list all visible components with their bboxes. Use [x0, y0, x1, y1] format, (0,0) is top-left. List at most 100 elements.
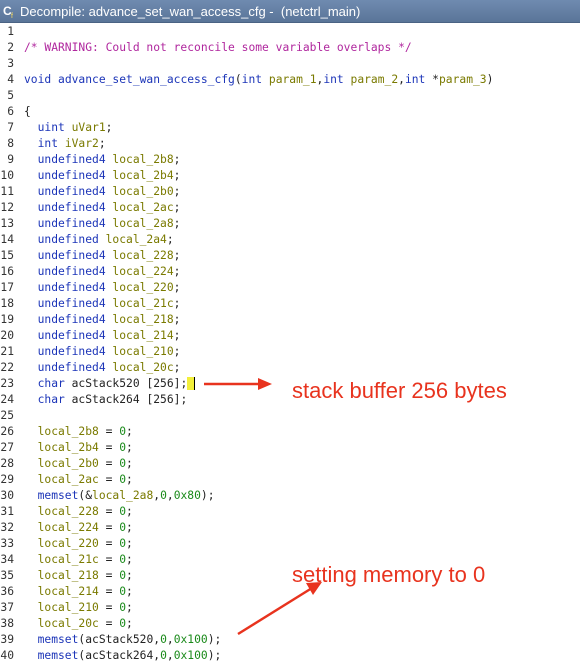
code-token: [256]	[146, 393, 181, 406]
code-token: int	[24, 137, 65, 150]
code-token: ,	[153, 489, 161, 502]
code-token: ,	[166, 649, 174, 662]
code-line[interactable]: 20 undefined4 local_214;	[0, 328, 580, 344]
code-token: ;	[98, 137, 106, 150]
text-cursor	[187, 377, 196, 390]
code-token: 0	[119, 569, 127, 582]
code-line[interactable]: 7 uint uVar1;	[0, 120, 580, 136]
code-text: char acStack520 [256];	[24, 376, 196, 392]
code-token: local_220	[24, 537, 99, 550]
code-line[interactable]: 39 memset(acStack520,0,0x100);	[0, 632, 580, 648]
code-token: local_210	[24, 601, 99, 614]
code-text: local_2b8 = 0;	[24, 424, 133, 440]
window-titlebar: C f Decompile: advance_set_wan_access_cf…	[0, 0, 580, 23]
code-token: 0	[119, 457, 127, 470]
code-token: )	[486, 73, 494, 86]
code-line[interactable]: 14 undefined local_2a4;	[0, 232, 580, 248]
code-line[interactable]: 40 memset(acStack264,0,0x100);	[0, 648, 580, 664]
code-token: local_2b8	[112, 153, 174, 166]
code-line[interactable]: 38 local_20c = 0;	[0, 616, 580, 632]
line-number: 14	[0, 233, 14, 246]
code-token: =	[98, 601, 120, 614]
code-line[interactable]: 31 local_228 = 0;	[0, 504, 580, 520]
code-line[interactable]: 30 memset(&local_2a8,0,0x80);	[0, 488, 580, 504]
code-line[interactable]: 37 local_210 = 0;	[0, 600, 580, 616]
code-line[interactable]: 25	[0, 408, 580, 424]
code-text: undefined4 local_2b0;	[24, 184, 181, 200]
code-token: ;	[173, 153, 181, 166]
code-line[interactable]: 1	[0, 24, 580, 40]
code-token: undefined4	[24, 313, 113, 326]
code-line[interactable]: 29 local_2ac = 0;	[0, 472, 580, 488]
code-line[interactable]: 26 local_2b8 = 0;	[0, 424, 580, 440]
line-number: 39	[0, 633, 14, 646]
code-token: undefined4	[24, 153, 113, 166]
code-token: undefined	[24, 233, 106, 246]
code-line[interactable]: 15 undefined4 local_228;	[0, 248, 580, 264]
code-token: void	[24, 73, 59, 86]
code-line[interactable]: 16 undefined4 local_224;	[0, 264, 580, 280]
code-line[interactable]: 10 undefined4 local_2b4;	[0, 168, 580, 184]
code-token: undefined4	[24, 281, 113, 294]
code-token: [256]	[146, 377, 181, 390]
code-line[interactable]: 35 local_218 = 0;	[0, 568, 580, 584]
code-token: local_214	[112, 329, 174, 342]
code-token: local_2ac	[24, 473, 99, 486]
code-line[interactable]: 5	[0, 88, 580, 104]
code-text: undefined local_2a4;	[24, 232, 174, 248]
code-text: undefined4 local_2a8;	[24, 216, 181, 232]
code-token: int	[404, 73, 433, 86]
code-token: 0	[119, 521, 127, 534]
code-line[interactable]: 9 undefined4 local_2b8;	[0, 152, 580, 168]
code-line[interactable]: 34 local_21c = 0;	[0, 552, 580, 568]
code-line[interactable]: 3	[0, 56, 580, 72]
code-token: local_218	[24, 569, 99, 582]
code-text: undefined4 local_2b8;	[24, 152, 181, 168]
code-line[interactable]: 18 undefined4 local_21c;	[0, 296, 580, 312]
code-line[interactable]: 36 local_214 = 0;	[0, 584, 580, 600]
code-line[interactable]: 22 undefined4 local_20c;	[0, 360, 580, 376]
code-token: =	[98, 537, 120, 550]
code-line[interactable]: 33 local_220 = 0;	[0, 536, 580, 552]
line-number: 32	[0, 521, 14, 534]
code-token: local_2b0	[112, 185, 174, 198]
code-line[interactable]: 11 undefined4 local_2b0;	[0, 184, 580, 200]
code-token: 0	[119, 425, 127, 438]
code-line[interactable]: 23 char acStack520 [256];	[0, 376, 580, 392]
code-text: void advance_set_wan_access_cfg(int para…	[24, 72, 493, 88]
code-line[interactable]: 13 undefined4 local_2a8;	[0, 216, 580, 232]
code-token: ;	[126, 553, 133, 566]
code-line[interactable]: 24 char acStack264 [256];	[0, 392, 580, 408]
code-text: local_2b4 = 0;	[24, 440, 133, 456]
line-number: 7	[7, 121, 14, 134]
code-token: undefined4	[24, 169, 113, 182]
code-line[interactable]: 32 local_224 = 0;	[0, 520, 580, 536]
code-token: undefined4	[24, 297, 113, 310]
line-number: 17	[0, 281, 14, 294]
code-line[interactable]: 6{	[0, 104, 580, 120]
code-line[interactable]: 28 local_2b0 = 0;	[0, 456, 580, 472]
code-line[interactable]: 21 undefined4 local_210;	[0, 344, 580, 360]
code-token: ;	[173, 249, 181, 262]
line-number: 12	[0, 201, 14, 214]
code-line[interactable]: 2/* WARNING: Could not reconcile some va…	[0, 40, 580, 56]
code-token: acStack520	[71, 377, 147, 390]
code-token: ;	[126, 457, 133, 470]
line-number: 3	[7, 57, 14, 70]
code-token: param_1	[268, 73, 317, 86]
line-number: 6	[7, 105, 14, 118]
line-number: 28	[0, 457, 14, 470]
line-number: 35	[0, 569, 14, 582]
code-line[interactable]: 8 int iVar2;	[0, 136, 580, 152]
code-line[interactable]: 19 undefined4 local_218;	[0, 312, 580, 328]
code-line[interactable]: 12 undefined4 local_2ac;	[0, 200, 580, 216]
code-line[interactable]: 27 local_2b4 = 0;	[0, 440, 580, 456]
code-line[interactable]: 17 undefined4 local_220;	[0, 280, 580, 296]
code-token: param_3	[438, 73, 487, 86]
code-token: ;	[173, 281, 181, 294]
code-text: local_210 = 0;	[24, 600, 133, 616]
line-number: 40	[0, 649, 14, 662]
annotation-setting-memory: setting memory to 0	[292, 562, 486, 587]
